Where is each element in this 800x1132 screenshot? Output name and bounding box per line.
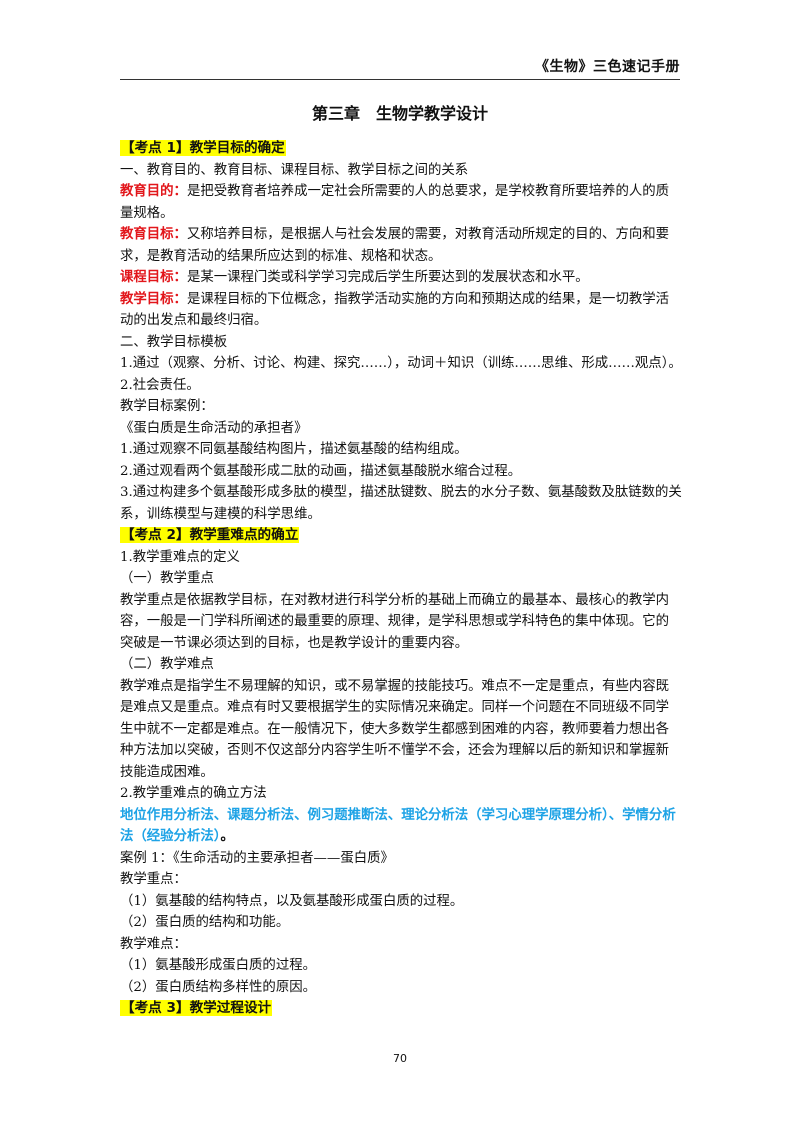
kp2-heading: 【考点 2】教学重难点的确立 (120, 527, 300, 543)
example-key-1: （1）氨基酸的结构特点，以及氨基酸形成蛋白质的过程。 (120, 893, 464, 909)
example-difficult-label: 教学难点： (120, 936, 187, 952)
key-point-title: （一）教学重点 (120, 571, 214, 586)
page-number: 70 (393, 1052, 407, 1065)
kp2-definition-title: 1.教学重难点的定义 (120, 549, 240, 565)
case-title: 《蛋白质是生命活动的承担者》 (120, 420, 308, 436)
case-item-2: 2.通过观看两个氨基酸形成二肽的动画，描述氨基酸脱水缩合过程。 (120, 463, 522, 479)
template-item-1: 1.通过（观察、分析、讨论、构建、探究……），动词＋知识（训练……思维、形成……… (120, 356, 682, 371)
key-point-text: 教学重点是依据教学目标，在对教材进行科学分析的基础上而确立的最基本、最核心的教学… (120, 592, 670, 651)
template-item-2: 2.社会责任。 (120, 377, 200, 393)
example-key-label: 教学重点： (120, 872, 187, 887)
case-item-1: 1.通过观察不同氨基酸结构图片，描述氨基酸的结构组成。 (120, 442, 468, 457)
definition-education-goal: 教育目标：又称培养目标，是根据人与社会发展的需要，对教育活动所规定的目的、方向和… (120, 227, 670, 264)
page-content: 【考点 1】教学目标的确定 一、教育目的、教育目标、课程目标、教学目标之间的关系… (120, 138, 682, 1020)
definition-curriculum-goal: 课程目标：是某一课程门类或科学学习完成后学生所要达到的发展状态和水平。 (120, 270, 589, 285)
example-difficult-2: （2）蛋白质结构多样性的原因。 (120, 979, 316, 995)
method-list: 地位作用分析法、课题分析法、例习题推断法、理论分析法（学习心理学原理分析）、学情… (120, 807, 676, 845)
kp1-section1-title: 一、教育目的、教育目标、课程目标、教学目标之间的关系 (120, 162, 469, 178)
example-key-2: （2）蛋白质的结构和功能。 (120, 915, 290, 930)
example-difficult-1: （1）氨基酸形成蛋白质的过程。 (120, 958, 316, 973)
kp1-section2-title: 二、教学目标模板 (120, 334, 228, 350)
kp3-heading: 【考点 3】教学过程设计 (120, 1000, 273, 1016)
difficult-point-text: 教学难点是指学生不易理解的知识，或不易掌握的技能技巧。难点不一定是重点，有些内容… (120, 678, 670, 780)
header-divider (120, 79, 680, 80)
kp1-heading: 【考点 1】教学目标的确定 (120, 140, 286, 156)
header-title: 《生物》三色速记手册 (535, 59, 680, 75)
difficult-point-title: （二）教学难点 (120, 657, 214, 672)
definition-education-purpose: 教育目的：是把受教育者培养成一定社会所需要的人的总要求，是学校教育所要培养的人的… (120, 184, 670, 221)
chapter-title: 第三章 生物学教学设计 (311, 104, 488, 123)
definition-teaching-goal: 教学目标：是课程目标的下位概念，指教学活动实施的方向和预期达成的结果，是一切教学… (120, 291, 670, 329)
example-title: 案例 1：《生命活动的主要承担者——蛋白质》 (120, 850, 394, 866)
case-label: 教学目标案例： (120, 399, 214, 414)
method-title: 2.教学重难点的确立方法 (120, 786, 267, 801)
case-item-3: 3.通过构建多个氨基酸形成多肽的模型，描述肽键数、脱去的水分子数、氨基酸数及肽链… (120, 485, 682, 522)
